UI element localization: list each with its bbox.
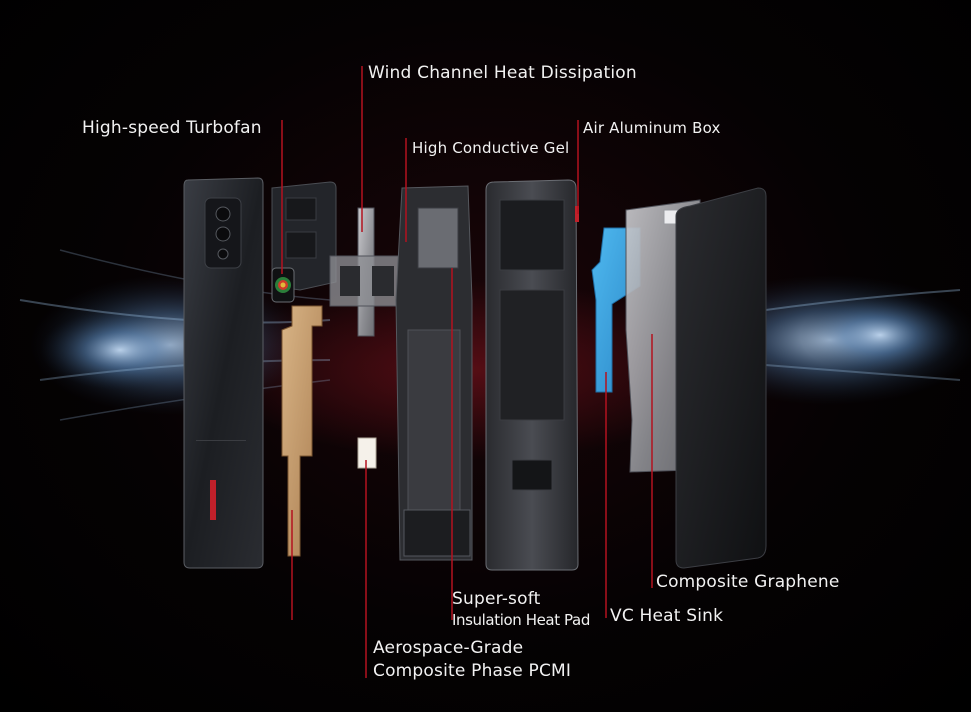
turbofan (271, 267, 295, 303)
label-aluminum-box: Air Aluminum Box (583, 119, 721, 137)
pcm-chip (357, 437, 377, 469)
main-chassis (485, 179, 579, 571)
label-wind-channel: Wind Channel Heat Dissipation (368, 63, 637, 83)
leader-lines (281, 66, 653, 678)
wind-channel-bracket (329, 207, 405, 337)
label-graphene: Composite Graphene (656, 572, 840, 592)
pcm-gold-sheet (281, 305, 323, 557)
label-pcm-line1: Aerospace-Grade (373, 638, 524, 658)
screen-panel (675, 187, 767, 569)
label-turbofan: High-speed Turbofan (82, 118, 262, 138)
back-cover (183, 177, 264, 569)
label-conductive-gel: High Conductive Gel (412, 139, 570, 157)
label-vc-heat-sink: VC Heat Sink (610, 606, 724, 626)
label-heat-pad-line1: Super-soft (452, 589, 541, 609)
label-heat-pad-line2: Insulation Heat Pad (452, 611, 590, 629)
camera-bracket (271, 181, 337, 291)
label-pcm-line2: Composite Phase PCMI (373, 661, 572, 681)
midframe-bracket (395, 185, 473, 561)
